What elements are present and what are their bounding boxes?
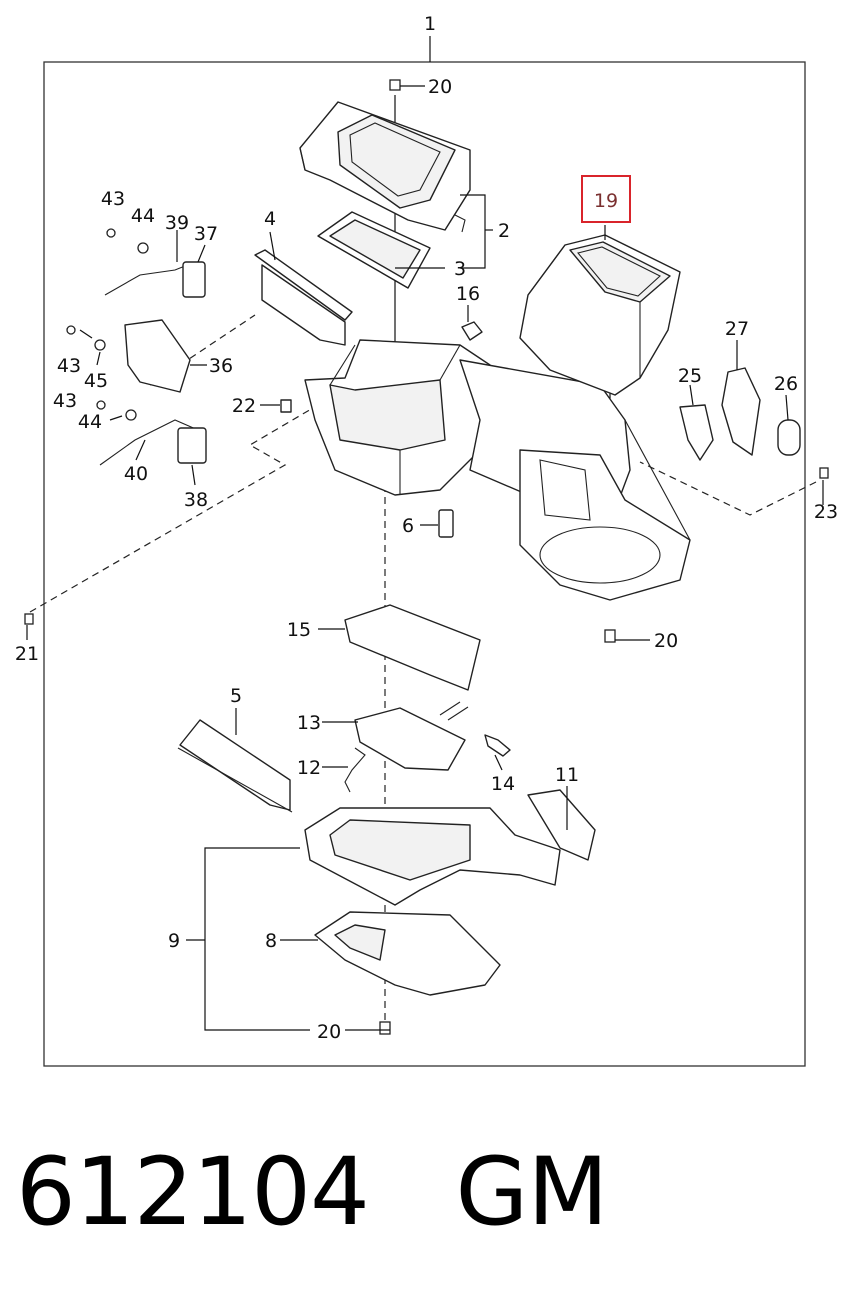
screw-top [389, 79, 401, 91]
lower-tray-part-8 [314, 911, 501, 996]
callout-43-low: 43 [53, 390, 77, 412]
heater-core-part-13 [354, 707, 466, 771]
callout-4: 4 [264, 208, 276, 230]
screw-43b [66, 325, 76, 335]
filter-plate-part [317, 211, 431, 289]
callout-8: 8 [265, 930, 277, 952]
flap-part-36 [124, 319, 191, 393]
clip-part-22 [280, 399, 292, 413]
callout-21: 21 [15, 643, 39, 665]
callout-43-top: 43 [101, 188, 125, 210]
upper-duct-part [299, 101, 471, 233]
highlight-box-19 [581, 175, 631, 223]
outlet-duct-part [519, 234, 681, 396]
callout-25: 25 [678, 365, 702, 387]
callout-9: 9 [168, 930, 180, 952]
actuator-part-38 [177, 427, 207, 464]
grommet-part-16 [461, 321, 483, 341]
callout-3: 3 [454, 258, 466, 280]
callout-13: 13 [297, 712, 321, 734]
bracket-part-37 [182, 261, 206, 298]
callout-43-mid: 43 [57, 355, 81, 377]
lever-part-40 [99, 419, 199, 466]
pad-part-26 [777, 419, 801, 456]
bracket-part-25 [679, 404, 714, 461]
callout-38: 38 [184, 489, 208, 511]
callout-22: 22 [232, 395, 256, 417]
callout-27: 27 [725, 318, 749, 340]
callout-20-bottom: 20 [317, 1021, 341, 1043]
assembly-frame [43, 61, 806, 1067]
callout-39: 39 [165, 212, 189, 234]
callout-19: 19 [594, 190, 618, 212]
bar-part [254, 249, 353, 346]
part-number-caption: 612104 GM [16, 1138, 608, 1247]
gasket-part-27 [721, 367, 761, 456]
callout-5: 5 [230, 685, 242, 707]
callout-20-right: 20 [654, 630, 678, 652]
callout-44-low: 44 [78, 411, 102, 433]
callout-45: 45 [84, 370, 108, 392]
nut-44b [125, 409, 137, 421]
clip-part-14 [484, 734, 511, 757]
lever-part-39 [104, 261, 196, 296]
plate-part-11 [527, 789, 596, 861]
main-housing-part [304, 339, 691, 601]
callout-23: 23 [814, 501, 838, 523]
screw-43a [106, 228, 116, 238]
pipe-part-12 [344, 747, 366, 793]
nut-45 [94, 339, 106, 351]
callout-40: 40 [124, 463, 148, 485]
callout-11: 11 [555, 764, 579, 786]
callout-12: 12 [297, 757, 321, 779]
callout-6: 6 [402, 515, 414, 537]
callout-1: 1 [424, 13, 436, 35]
callout-20-top: 20 [428, 76, 452, 98]
leader-lines [26, 85, 824, 1031]
screw-right-20 [604, 629, 616, 643]
door-part-5 [179, 719, 291, 811]
callout-16: 16 [456, 283, 480, 305]
cover-part-15 [344, 604, 481, 691]
screw-43c [96, 400, 106, 410]
callout-2: 2 [498, 220, 510, 242]
callout-15: 15 [287, 619, 311, 641]
screw-23 [819, 467, 829, 479]
callout-44-top: 44 [131, 205, 155, 227]
callout-37: 37 [194, 223, 218, 245]
screw-21 [24, 613, 34, 625]
screw-bottom-20 [379, 1021, 391, 1035]
callout-26: 26 [774, 373, 798, 395]
nut-44a [137, 242, 149, 254]
seal-part-6 [438, 509, 454, 538]
callout-14: 14 [491, 773, 515, 795]
callout-36: 36 [209, 355, 233, 377]
